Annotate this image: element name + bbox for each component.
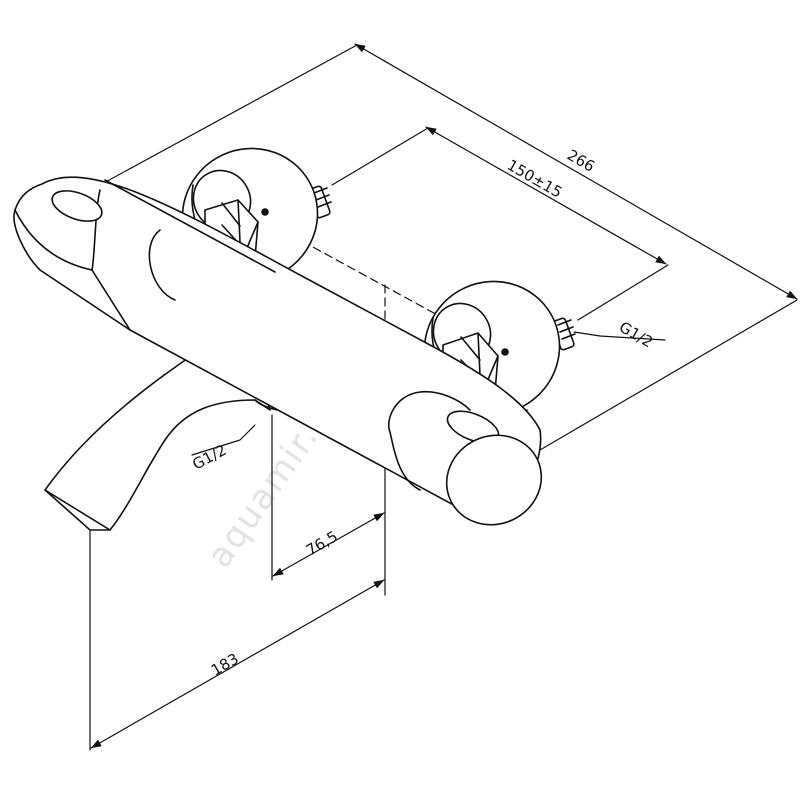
right-handle-end — [445, 434, 543, 526]
left-handle-cap-hole — [51, 190, 103, 222]
dim-label-150: 150±15 — [504, 156, 565, 202]
thread-label-inlet: G1/2 — [616, 318, 656, 351]
leader-lines — [191, 331, 666, 456]
mixer-body — [13, 176, 543, 526]
dimension-lines — [90, 43, 798, 749]
dim-line-76 — [272, 512, 385, 577]
dim-line-150 — [425, 126, 667, 265]
dim-line-183 — [90, 579, 385, 749]
dim-label-76: 76,5 — [303, 527, 341, 559]
dim-line-266 — [354, 43, 798, 300]
thread-label-outlet: G1/2 — [189, 441, 229, 474]
dim-label-183: 183 — [208, 650, 242, 680]
dim-label-266: 266 — [564, 146, 598, 176]
